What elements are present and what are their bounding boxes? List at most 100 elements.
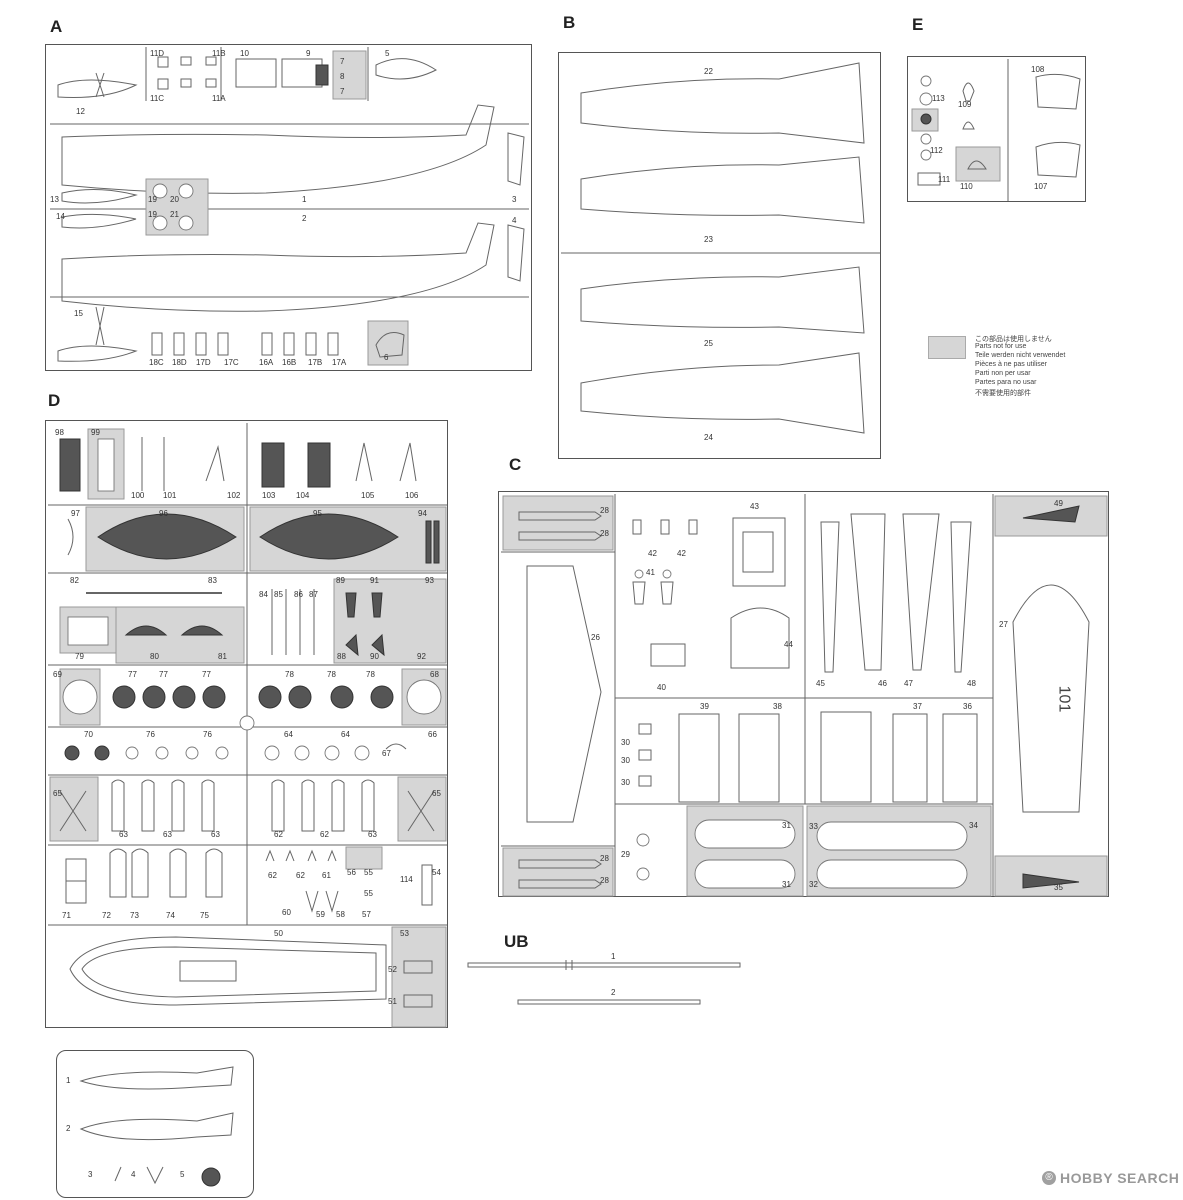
part-52-label: 52 bbox=[388, 965, 397, 974]
part-29-label: 29 bbox=[621, 850, 630, 859]
part-76a-label: 76 bbox=[146, 730, 155, 739]
part-4-label: 4 bbox=[512, 216, 517, 225]
part-38-label: 38 bbox=[773, 702, 782, 711]
part-21-label: 21 bbox=[170, 210, 179, 219]
ub-part-1-label: 1 bbox=[611, 952, 616, 961]
part-28c-label: 28 bbox=[600, 854, 609, 863]
part-50-label: 50 bbox=[274, 929, 283, 938]
legend-swatch bbox=[928, 336, 966, 359]
part-17a-label: 17A bbox=[332, 358, 347, 367]
part-62b-label: 62 bbox=[320, 830, 329, 839]
part-56-label: 56 bbox=[347, 868, 356, 877]
part-17d-label: 17D bbox=[196, 358, 211, 367]
part-95-label: 95 bbox=[313, 509, 322, 518]
part-9-label: 9 bbox=[306, 49, 311, 58]
part-28a-label: 28 bbox=[600, 506, 609, 515]
part-90-label: 90 bbox=[370, 652, 379, 661]
part-77a-label: 77 bbox=[128, 670, 137, 679]
part-20-label: 20 bbox=[170, 195, 179, 204]
sprue-b-frame bbox=[558, 52, 881, 459]
sprue-e-frame bbox=[907, 56, 1086, 202]
legend-line-zh: 不需要使用的部件 bbox=[975, 390, 1031, 397]
part-8-label: 8 bbox=[340, 72, 345, 81]
legend-line-fr: Pièces à ne pas utiliser bbox=[975, 361, 1047, 368]
part-32-label: 32 bbox=[809, 880, 818, 889]
part-18c-label: 18C bbox=[149, 358, 164, 367]
part-42b-label: 42 bbox=[677, 549, 686, 558]
part-53-label: 53 bbox=[400, 929, 409, 938]
part-102-label: 102 bbox=[227, 491, 241, 500]
part-58-label: 58 bbox=[336, 910, 345, 919]
part-85-label: 85 bbox=[274, 590, 283, 599]
part-79-label: 79 bbox=[75, 652, 84, 661]
part-27-label: 27 bbox=[999, 620, 1008, 629]
part-59-label: 59 bbox=[316, 910, 325, 919]
part-108-label: 108 bbox=[1031, 65, 1045, 74]
part-19b-label: 19 bbox=[148, 210, 157, 219]
part-66-label: 66 bbox=[428, 730, 437, 739]
part-10-label: 10 bbox=[240, 49, 249, 58]
part-55a-label: 55 bbox=[364, 868, 373, 877]
part-78b-label: 78 bbox=[327, 670, 336, 679]
part-100-label: 100 bbox=[131, 491, 145, 500]
part-72-label: 72 bbox=[102, 911, 111, 920]
part-107-label: 107 bbox=[1034, 182, 1048, 191]
part-74-label: 74 bbox=[166, 911, 175, 920]
part-96-label: 96 bbox=[159, 509, 168, 518]
watermark: ® HOBBY SEARCH bbox=[1042, 1168, 1179, 1188]
hobby-search-logo-icon: ® bbox=[1042, 1171, 1056, 1185]
ur-part-4-label: 4 bbox=[131, 1170, 136, 1179]
part-11b-label: 11B bbox=[212, 49, 226, 58]
part-63a-label: 63 bbox=[119, 830, 128, 839]
part-5-label: 5 bbox=[385, 49, 390, 58]
part-11c-label: 11C bbox=[150, 94, 165, 103]
part-77c-label: 77 bbox=[202, 670, 211, 679]
part-55b-label: 55 bbox=[364, 889, 373, 898]
ur-part-1-label: 1 bbox=[66, 1076, 71, 1085]
part-109-label: 109 bbox=[958, 100, 972, 109]
sprue-ur-drawing bbox=[79, 1066, 234, 1187]
sprue-c-frame bbox=[498, 491, 1109, 897]
part-37-label: 37 bbox=[913, 702, 922, 711]
part-3-label: 3 bbox=[512, 195, 517, 204]
part-94-label: 94 bbox=[418, 509, 427, 518]
part-63d-label: 63 bbox=[368, 830, 377, 839]
sprue-c-label: C bbox=[509, 455, 522, 474]
part-71-label: 71 bbox=[62, 911, 71, 920]
part-12-label: 12 bbox=[76, 107, 85, 116]
ur-part-3-label: 3 bbox=[88, 1170, 93, 1179]
part-13-label: 13 bbox=[50, 195, 59, 204]
legend-line-it: Parti non per usar bbox=[975, 370, 1031, 377]
part-86-label: 86 bbox=[294, 590, 303, 599]
part-105-label: 105 bbox=[361, 491, 375, 500]
part-62c-label: 62 bbox=[268, 871, 277, 880]
part-69-label: 69 bbox=[53, 670, 62, 679]
part-1-label: 1 bbox=[302, 195, 307, 204]
part-47-label: 47 bbox=[904, 679, 913, 688]
part-11a-label: 11A bbox=[212, 94, 226, 103]
part-36-label: 36 bbox=[963, 702, 972, 711]
part-30a-label: 30 bbox=[621, 738, 630, 747]
part-7b-label: 7 bbox=[340, 87, 345, 96]
part-101-label: 101 bbox=[163, 491, 177, 500]
part-26-label: 26 bbox=[591, 633, 600, 642]
legend-line-de: Teile werden nicht verwendet bbox=[975, 352, 1066, 359]
part-110-label: 110 bbox=[960, 182, 973, 191]
part-19a-label: 19 bbox=[148, 195, 157, 204]
part-64a-label: 64 bbox=[284, 730, 293, 739]
part-63b-label: 63 bbox=[163, 830, 172, 839]
part-104-label: 104 bbox=[296, 491, 310, 500]
part-103-label: 103 bbox=[262, 491, 276, 500]
part-11d-label: 11D bbox=[150, 49, 165, 58]
part-15-label: 15 bbox=[74, 309, 83, 318]
part-39-label: 39 bbox=[700, 702, 709, 711]
part-34-label: 34 bbox=[969, 821, 978, 830]
part-76b-label: 76 bbox=[203, 730, 212, 739]
part-54-label: 54 bbox=[432, 868, 441, 877]
part-82-label: 82 bbox=[70, 576, 79, 585]
part-17c-label: 17C bbox=[224, 358, 239, 367]
part-7a-label: 7 bbox=[340, 57, 345, 66]
sprue-e-label: E bbox=[912, 15, 924, 34]
part-6-label: 6 bbox=[384, 353, 389, 362]
part-112-label: 112 bbox=[930, 146, 943, 155]
